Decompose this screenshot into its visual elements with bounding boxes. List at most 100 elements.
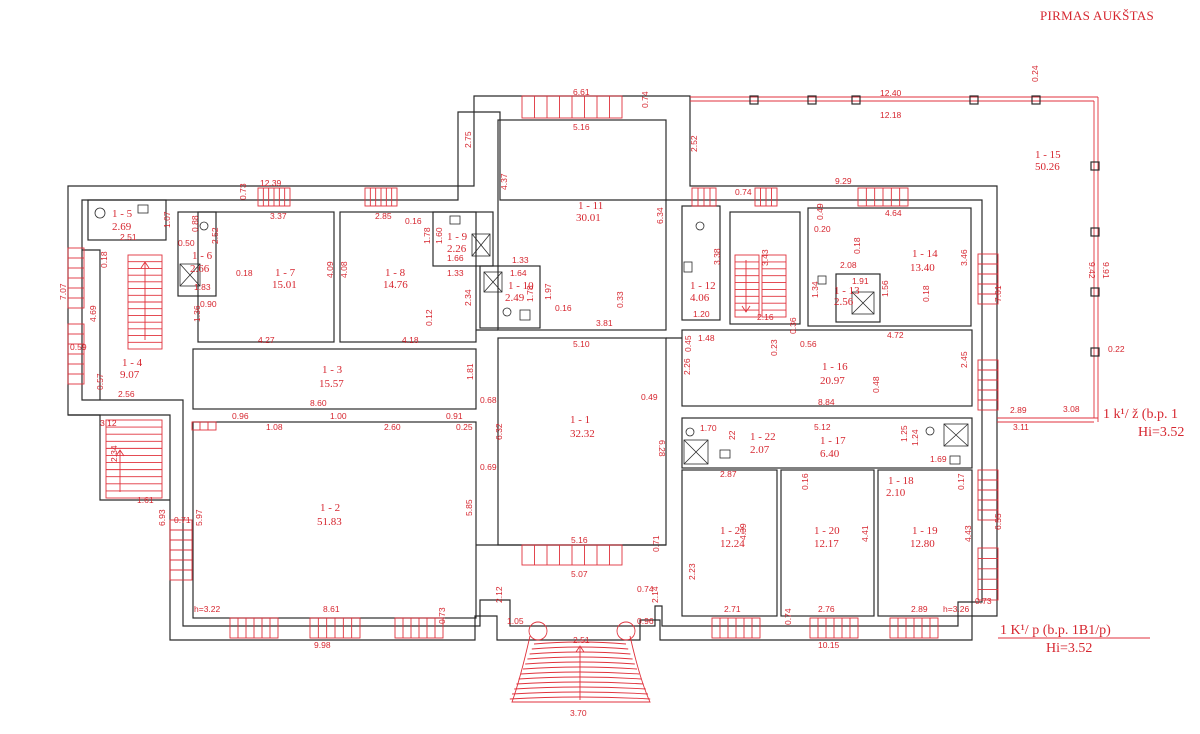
window	[977, 547, 999, 601]
level-hi-2: Hi=3.52	[1046, 641, 1092, 656]
dimension-label: 2.52	[210, 227, 220, 244]
dimension-label: 6.61	[573, 87, 590, 97]
room-labels: 1 - 1 32.32 1 - 2 51.83 1 - 3 15.57 1 - …	[112, 149, 1061, 550]
dimension-label: 4.69	[88, 305, 98, 322]
dimension-label: 0.69	[480, 462, 497, 472]
stair-arrow	[140, 261, 150, 340]
dimension-label: 2.26	[682, 358, 692, 375]
dimension-label: 2.16	[757, 312, 774, 322]
room-1-3-wall	[192, 348, 477, 410]
terrace-post	[1090, 287, 1100, 297]
room-area: 2.56	[834, 296, 854, 308]
shower-icon	[471, 233, 491, 257]
dimension-label: 0.23	[769, 339, 779, 356]
terrace	[690, 95, 1100, 423]
dimension-label: 0.50	[178, 238, 195, 248]
dimension-label: 1.83	[194, 282, 211, 292]
shower-icon	[483, 271, 503, 293]
dimension-label: 0.56	[800, 339, 817, 349]
room-id: 1 - 1	[570, 414, 590, 426]
terrace-post	[1031, 95, 1041, 105]
dimension-label: 8.60	[310, 398, 327, 408]
toilet-icon	[502, 307, 512, 317]
terrace-post	[1090, 347, 1100, 357]
center-stair-wall	[729, 211, 801, 325]
room-id: 1 - 20	[814, 525, 840, 537]
sink-icon	[719, 449, 731, 459]
terrace-rail-bottom	[997, 417, 1098, 423]
room-1-20-wall	[780, 469, 875, 617]
dimension-label: h=3.26	[943, 604, 970, 614]
room-1-6-wall	[177, 211, 217, 297]
room-id: 1 - 16	[822, 361, 848, 373]
dimension-label: 0.73	[437, 607, 447, 624]
dimension-label: 3.46	[959, 249, 969, 266]
room-id: 1 - 7	[275, 267, 296, 279]
dimension-label: 5.16	[571, 535, 588, 545]
dimension-label: 4.72	[887, 330, 904, 340]
level-label-1: 1 k¹/ ž (b.p. 1	[1103, 407, 1178, 422]
window	[977, 253, 999, 305]
dimension-label: h=3.22	[194, 604, 221, 614]
dimension-label: 4.08	[339, 261, 349, 278]
shower-icon	[851, 291, 875, 315]
left-exit-stair	[105, 419, 163, 499]
terrace-post	[749, 95, 759, 105]
room-area: 51.83	[317, 516, 342, 528]
dimension-label: 1.78	[422, 227, 432, 244]
fixtures	[94, 204, 969, 465]
shower-icon	[179, 263, 201, 287]
dimension-label: 6.32	[494, 423, 504, 440]
dimension-label: 0.74	[735, 187, 752, 197]
windows	[67, 95, 999, 639]
dimension-label: 1.97	[543, 283, 553, 300]
dimension-label: 0.22	[1108, 344, 1125, 354]
dimension-label: 4.64	[885, 208, 902, 218]
dimension-label: 1.64	[510, 268, 527, 278]
stair-outline	[761, 254, 787, 318]
shower-icon	[943, 423, 969, 447]
room-area: 32.32	[570, 428, 595, 440]
dimension-label: 3.43	[760, 249, 770, 266]
dimension-label: 12.40	[880, 88, 902, 98]
shower-icon	[683, 439, 709, 465]
room-1-1-wall	[497, 337, 667, 546]
room-area: 12.24	[720, 538, 745, 550]
dimension-label: 0.88	[190, 215, 200, 232]
dimension-label: 9.42	[1087, 262, 1097, 279]
dimension-label: 1.05	[507, 616, 524, 626]
room-1-13-wall	[835, 273, 881, 323]
dimension-label: 0.74	[783, 608, 793, 625]
dimension-label: 2.34	[109, 445, 119, 462]
room-1-7-wall	[197, 211, 335, 343]
room-area: 4.06	[690, 292, 710, 304]
dimension-label: 4.37	[499, 173, 509, 190]
dimension-label: 0.49	[641, 392, 658, 402]
toilet-icon	[199, 221, 209, 231]
room-area: 2.69	[112, 221, 132, 233]
room-1-5-wall	[87, 199, 167, 241]
dimension-label: 1.24	[910, 429, 920, 446]
dimension-label: 0.12	[424, 309, 434, 326]
dimension-label: 7.01	[993, 285, 1003, 302]
dimension-label: 1.91	[852, 276, 869, 286]
sink-icon	[519, 309, 531, 321]
room-id: 1 - 19	[912, 525, 938, 537]
dimension-label: 2.51	[573, 635, 590, 645]
room-area: 2.10	[886, 487, 906, 499]
room-id: 1 - 18	[888, 475, 914, 487]
window	[977, 469, 999, 521]
sink-icon	[817, 275, 827, 285]
outer-wall-inner-line	[81, 111, 983, 627]
sink-icon	[949, 455, 961, 465]
dimension-label: 1.81	[465, 363, 475, 380]
dimension-label: 0.71	[651, 535, 661, 552]
dimension-label: 2.34	[463, 289, 473, 306]
dimension-label: 1.07	[162, 211, 172, 228]
room-area: 30.01	[576, 212, 601, 224]
entrance-pillar-left	[528, 621, 548, 641]
room-area: 13.40	[910, 262, 935, 274]
shower-icon	[471, 233, 491, 257]
